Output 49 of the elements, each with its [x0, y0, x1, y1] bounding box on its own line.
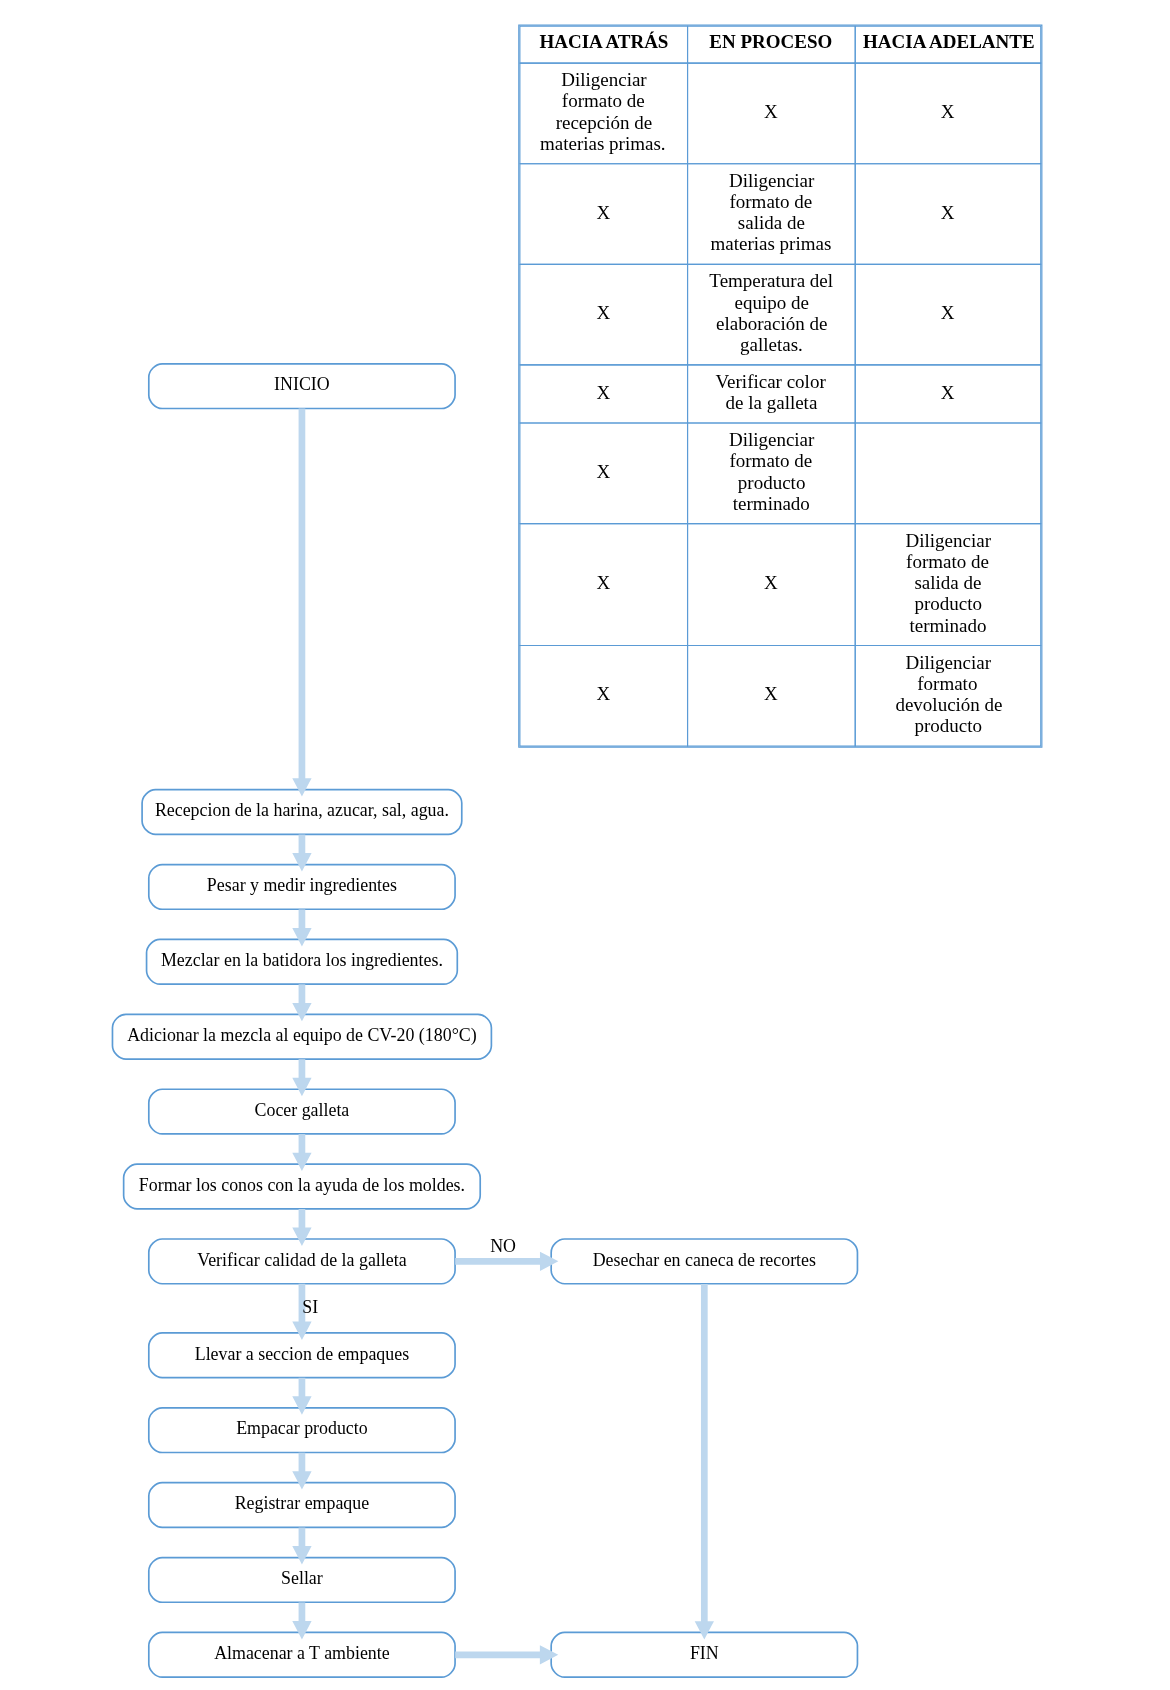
node-box: Empacar producto	[147, 1406, 456, 1454]
node-box: Almacenar a T ambiente	[147, 1631, 456, 1678]
label: Diligenciar formato de salida de materias primas	[710, 169, 832, 255]
edge-label: SI	[302, 1296, 319, 1317]
node-box: Desechar en caneca de recortes	[550, 1238, 859, 1285]
node-box: Sellar	[147, 1556, 456, 1604]
label: X	[596, 381, 611, 403]
arrow	[292, 834, 312, 872]
node-box: Registrar empaque	[147, 1481, 456, 1529]
label: Diligenciar formato de recepción de materias primas.	[540, 69, 666, 154]
node-box: INICIO	[147, 362, 456, 410]
node-box: Llevar a seccion de empaques	[147, 1332, 456, 1379]
label: X	[940, 101, 955, 123]
label: Temperatura del equipo de elaboración de galletas.	[709, 270, 834, 356]
label: X	[596, 460, 611, 482]
node-box: Formar los conos con la ayuda de los moldes.	[122, 1163, 482, 1210]
label: X	[764, 683, 778, 705]
node-box: Cocer galleta	[147, 1088, 456, 1135]
arrow	[292, 1527, 312, 1565]
arrow	[694, 1283, 714, 1640]
label: X	[764, 101, 778, 123]
arrow	[292, 1602, 312, 1640]
label: X	[596, 302, 611, 324]
label: Diligenciar formato devolución de producto	[895, 651, 1003, 737]
node-box: Adicionar la mezcla al equipo de CV-20 (180°C)	[111, 1013, 493, 1060]
arrow	[292, 909, 312, 947]
node-box: Mezclar en la batidora los ingredientes.	[145, 938, 459, 985]
arrow	[292, 408, 312, 797]
label: HACIA ADELANTE	[863, 31, 1035, 53]
label: X	[596, 201, 611, 223]
node-box: Verificar calidad de la galleta	[147, 1238, 456, 1285]
label: EN PROCESO	[709, 31, 833, 53]
label: X	[596, 683, 611, 705]
arrow	[292, 1452, 312, 1490]
node-box: FIN	[550, 1631, 859, 1678]
label: Diligenciar formato de producto terminado	[728, 429, 815, 514]
edge-label: NO	[490, 1236, 517, 1257]
node-box: Recepcion de la harina, azucar, sal, agua.	[141, 788, 463, 836]
label: X	[596, 572, 611, 594]
label: X	[940, 201, 955, 223]
node-box: Pesar y medir ingredientes	[147, 863, 456, 911]
arrow	[292, 1377, 312, 1415]
label: Verificar color de la galleta	[715, 370, 826, 414]
label: X	[940, 381, 955, 403]
label: HACIA ATRÁS	[539, 31, 669, 53]
label: X	[940, 302, 955, 324]
label: X	[764, 572, 778, 594]
label: Diligenciar formato de salida de producto terminado	[905, 529, 991, 636]
arrow	[292, 1283, 312, 1340]
